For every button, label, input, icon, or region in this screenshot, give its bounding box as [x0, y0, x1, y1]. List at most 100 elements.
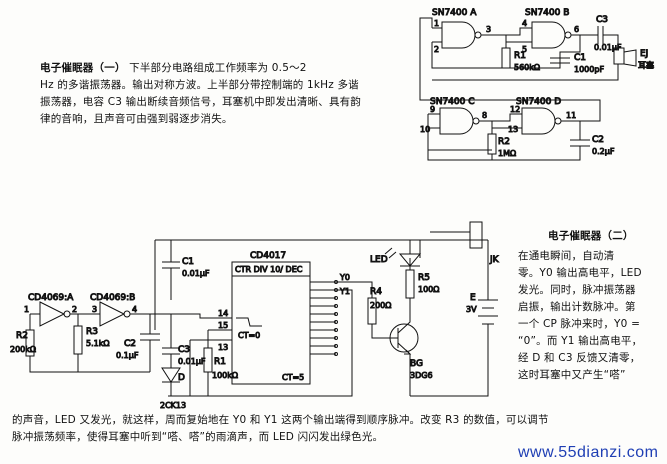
c1-value: 1000pF [574, 65, 604, 74]
circuit1-desc-line-1: 下半部分电路组成工作频率为 0.5～2 [129, 62, 307, 74]
c3-value-2: 0.01μF [178, 357, 206, 366]
bg-label: BG [410, 359, 423, 369]
c2-pin-1: 1 [24, 305, 29, 314]
pin-1: 1 [434, 19, 439, 28]
circuit1-description: 电子催眠器（一） 下半部分电路组成工作频率为 0.5～2 Hz 的多谐振荡器。输… [40, 60, 416, 128]
y0-label: Y0 [339, 273, 350, 282]
r4-value: 200Ω [370, 301, 391, 310]
ct0-label: CT=0 [238, 331, 260, 340]
r1-label: R1 [514, 51, 526, 61]
c3-label-2: C3 [178, 345, 190, 355]
u1a-label: CD4069:A [28, 293, 74, 303]
c1-label: C1 [574, 53, 586, 63]
circuit2-desc-line-4: 启振，输出计数脉冲。第 [518, 301, 636, 313]
circuit2-bottom-text: 的声音，LED 又发光，就这样，周而复始地在 Y0 和 Y1 这两个输出端得到顺… [12, 412, 664, 446]
pin-11: 11 [566, 111, 576, 120]
pin-3: 3 [486, 25, 491, 34]
r2-value-2: 200kΩ [10, 345, 36, 354]
r5-value: 100Ω [418, 285, 439, 294]
circuit2-title: 电子催眠器（二） [548, 230, 634, 242]
gate-d-symbol [521, 107, 556, 135]
c2-pin-3: 3 [92, 305, 97, 314]
y1-label: Y1 [339, 287, 350, 296]
pin-8: 8 [482, 111, 487, 120]
r2-value: 1MΩ [498, 149, 516, 158]
pin-13: 13 [508, 125, 518, 134]
c2-value: 0.2μF [592, 147, 615, 156]
gate-b-symbol [531, 21, 566, 49]
inverter-b-symbol [99, 301, 126, 327]
circuit2-description: 在通电瞬间，自动清 零。Y0 输出高电平，LED 发光。同时，脉冲振荡器 启振，… [518, 248, 663, 384]
r2-label-2: R2 [16, 331, 28, 341]
ej-desc: 耳塞 [638, 60, 654, 70]
e-label: E [470, 293, 476, 303]
ic-label: CD4017 [250, 251, 286, 261]
circuit2-desc-line-8: 这时耳塞中又产生“嗒” [518, 369, 626, 381]
circuit2-desc-line-2: 零。Y0 输出高电平，LED [518, 267, 642, 279]
circuit2-desc-line-3: 发光。同时，脉冲振荡器 [518, 284, 636, 296]
c2-label-2: C2 [124, 339, 136, 349]
e-value: 3V [466, 305, 477, 314]
circuit2-desc-line-6: “0”。而 Y1 输出高电平， [518, 335, 643, 347]
circuit2-schematic [25, 221, 498, 397]
gate-a-symbol [441, 21, 476, 49]
ej-label: EJ [640, 49, 648, 59]
pin-12: 12 [510, 105, 520, 114]
inverter-a-symbol [39, 301, 66, 327]
gate-a-label: SN7400 A [432, 8, 477, 18]
ic-desc: CTR DIV 10/ DEC [235, 265, 303, 274]
r3-value-2: 5.1kΩ [86, 339, 109, 348]
r3-label-2: R3 [86, 327, 98, 337]
circuit2-bottom-line-1: 的声音，LED 又发光，就这样，周而复始地在 Y0 和 Y1 这两个输出端得到顺… [12, 414, 549, 426]
circuit2-bottom-line-2: 脉冲振荡频率，使得耳塞中听到“嗒、嗒”的雨滴声，而 LED 闪闪发出绿色光。 [12, 431, 384, 443]
bg-value: 3DG6 [410, 371, 433, 380]
c3-value: 0.01μF [594, 43, 622, 52]
gate-b-label: SN7400 B [525, 8, 569, 18]
circuit2-desc-line-7: 经 D 和 C3 反馈又清零， [518, 352, 641, 364]
ct5-label: CT=5 [282, 373, 304, 382]
gate-d-label: SN7400 D [516, 97, 561, 107]
pin-9: 9 [430, 105, 435, 114]
r4-label: R4 [370, 287, 382, 297]
circuit1-desc-line-3: 振荡器，电容 C3 输出断续音频信号，耳塞机中即发出清晰、具有韵 [40, 96, 362, 108]
circuit1-desc-line-4: 律的音响，且声音可由强到弱逐步消失。 [40, 113, 233, 125]
r1-value: 560kΩ [514, 63, 540, 72]
circuit2-desc-line-5: 一个 CP 脉冲来时，Y0 = [518, 318, 641, 330]
c2-value-2: 0.1μF [116, 351, 139, 360]
pin-10: 10 [420, 125, 430, 134]
pin-5: 5 [522, 45, 527, 54]
u1b-label: CD4069:B [90, 293, 135, 303]
gate-c-label: SN7400 C [430, 97, 475, 107]
gate-c-symbol [439, 107, 474, 135]
pin-2: 2 [434, 45, 439, 54]
transistor-bg-symbol [389, 323, 419, 353]
d-value: 2CK13 [160, 401, 186, 410]
c2-pin-2: 2 [72, 305, 77, 314]
c1-label-2: C1 [182, 257, 194, 267]
c2-pin-4: 4 [132, 305, 137, 314]
circuit1-title: 电子催眠器（一） [40, 62, 126, 74]
circuit2-desc-line-1: 在通电瞬间，自动清 [518, 250, 615, 262]
pin15-label: 15 [218, 321, 228, 330]
c3-label: C3 [596, 15, 608, 25]
pin-4: 4 [522, 19, 527, 28]
jack-jk-symbol [469, 221, 483, 249]
pin13-label: 13 [218, 343, 228, 352]
circuit1-schematic [419, 17, 637, 161]
jk-label: JK [489, 255, 500, 265]
cd4017-chip [231, 261, 311, 385]
c1-value-2: 0.01μF [182, 269, 210, 278]
c2-label: C2 [592, 135, 604, 145]
circuit1-desc-line-2: Hz 的多谐振荡器。输出对称方波。上半部分带控制端的 1kHz 多谐 [40, 79, 359, 91]
d-label: D [178, 373, 185, 383]
pin-6: 6 [574, 25, 579, 34]
pin14-label: 14 [218, 309, 228, 318]
r1-value-2: 100kΩ [212, 371, 238, 380]
r5-label: R5 [418, 273, 430, 283]
watermark: www.55dianzi.com [518, 444, 659, 461]
led-label: LED [370, 255, 388, 265]
r1-label-2: R1 [214, 357, 226, 367]
r2-label: R2 [498, 137, 510, 147]
